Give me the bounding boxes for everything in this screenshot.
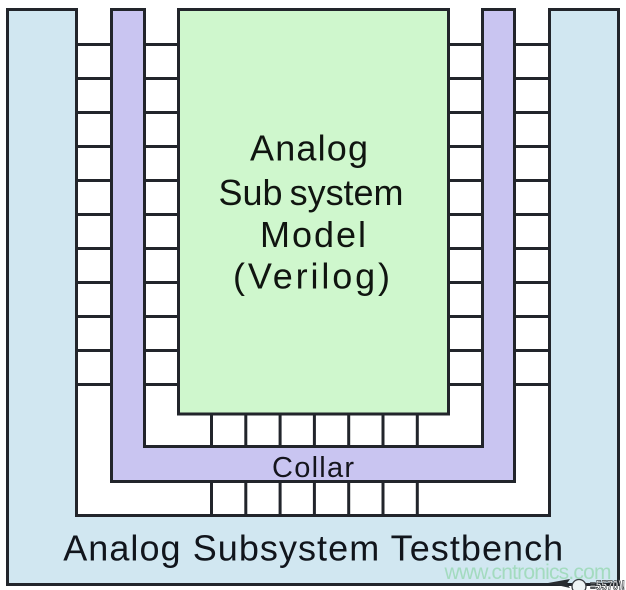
svg-text:Sub system: Sub system [219, 172, 404, 213]
svg-text:www.cntronics.com: www.cntronics.com [444, 561, 612, 584]
svg-text:Analog: Analog [250, 128, 368, 169]
svg-text:≡5570)!: ≡5570)! [590, 577, 625, 590]
svg-text:Analog Subsystem Testbench: Analog Subsystem Testbench [63, 528, 563, 569]
svg-text:(Verilog): (Verilog) [233, 256, 390, 297]
svg-text:Collar: Collar [272, 452, 354, 484]
svg-text:Model: Model [260, 214, 366, 255]
